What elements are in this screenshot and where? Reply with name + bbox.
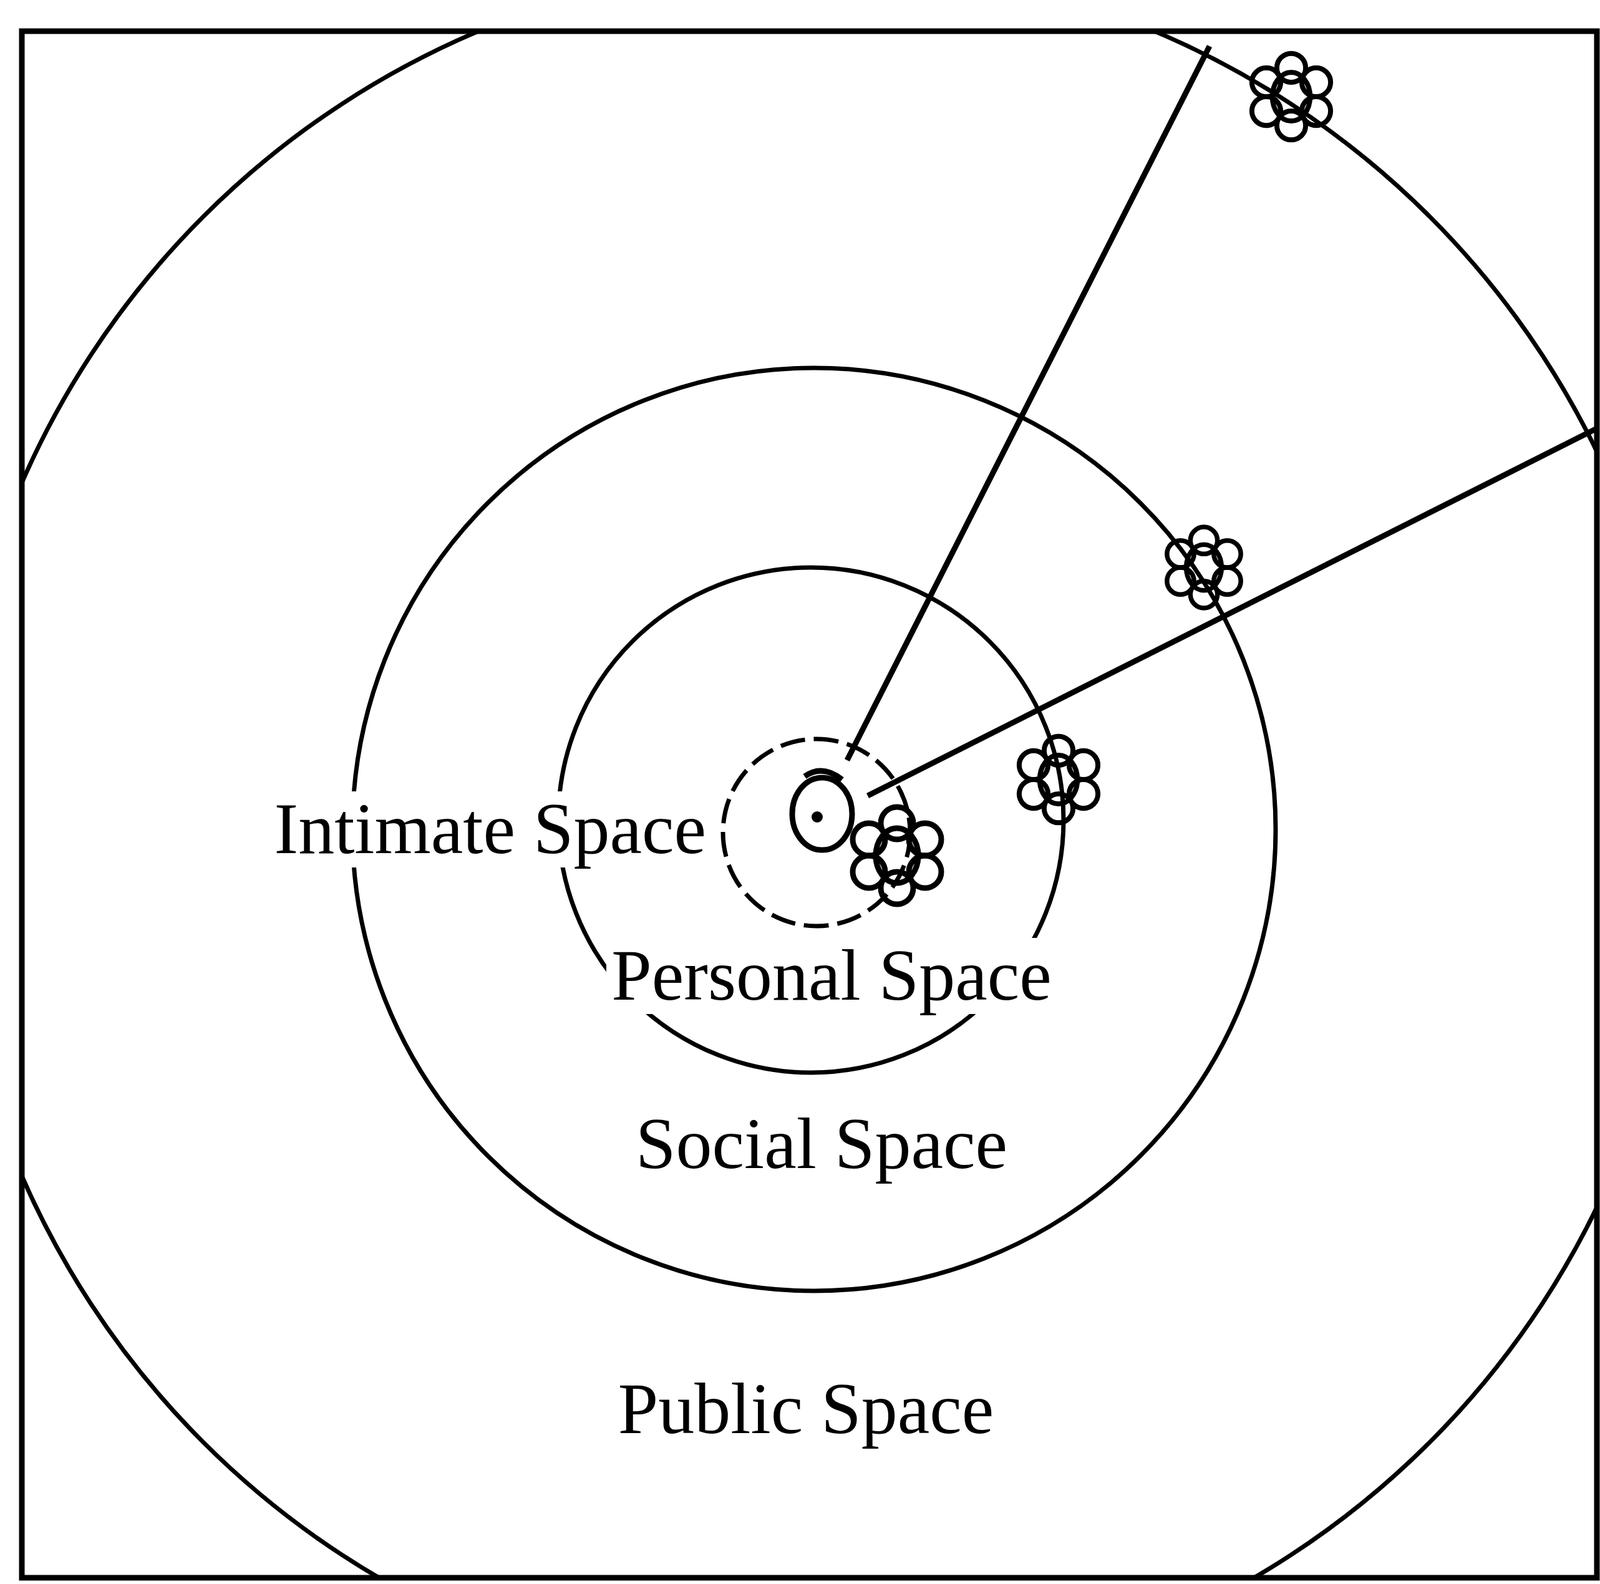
zone-label: Personal Space <box>606 938 1057 1015</box>
person-figure <box>1167 527 1241 609</box>
frame <box>21 31 1597 1579</box>
public-circle <box>21 31 1597 1579</box>
person-figure <box>852 807 942 905</box>
person-figure <box>1019 736 1098 824</box>
person-figure <box>1251 53 1331 141</box>
zone-label: Social Space <box>630 1106 1013 1183</box>
sight-line <box>867 428 1597 796</box>
center-person <box>792 770 853 851</box>
zone-label: Public Space <box>613 1371 999 1448</box>
zone-label: Intimate Space <box>269 791 712 868</box>
